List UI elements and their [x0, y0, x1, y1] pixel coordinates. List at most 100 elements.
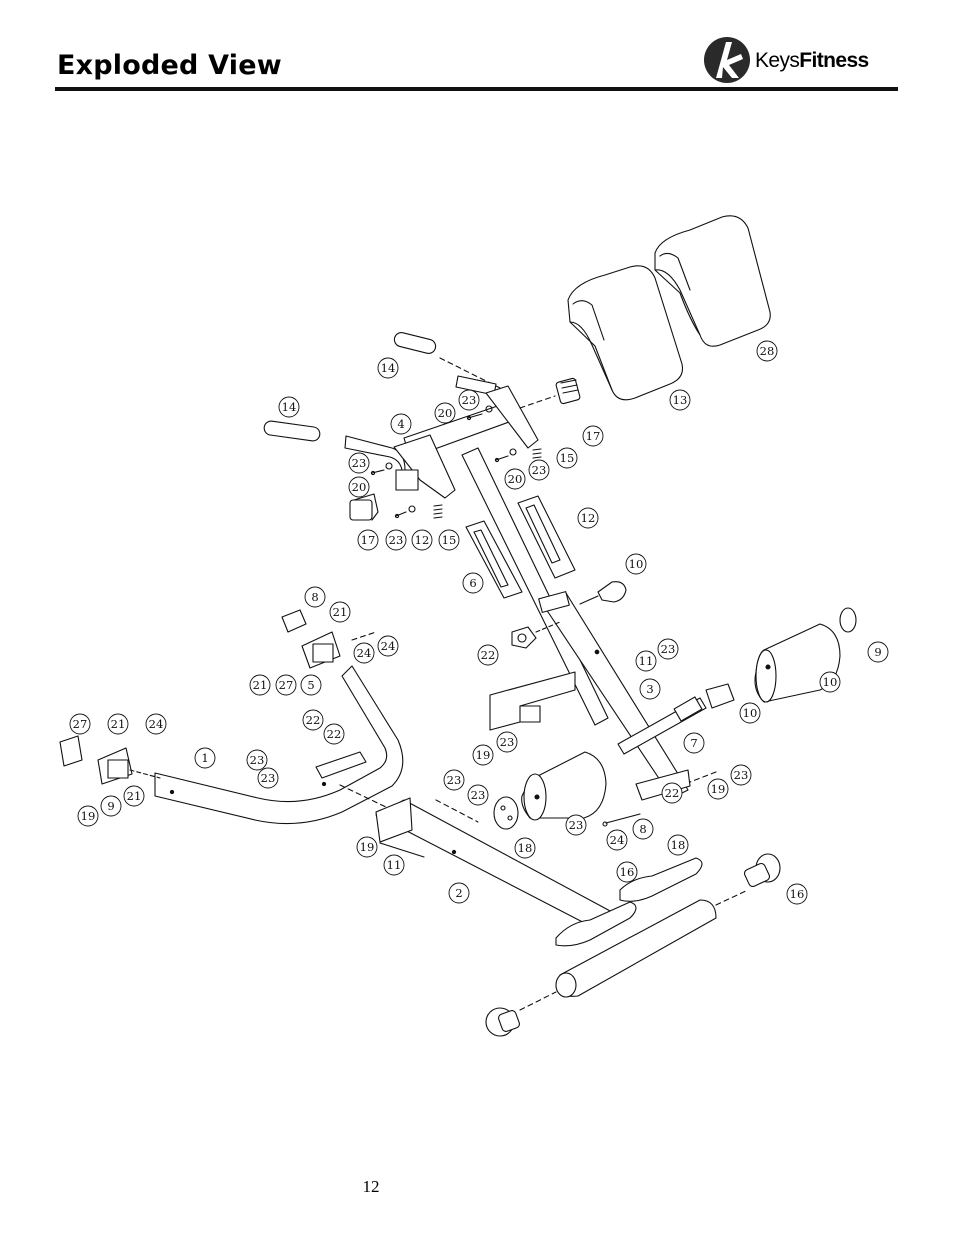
part-callout-circle [278, 396, 300, 418]
handle-14-lower [263, 420, 406, 471]
part-callout-circle [756, 340, 778, 362]
part-callout-circle [69, 713, 91, 735]
part-callout-circle [348, 476, 370, 498]
pop-pin-6 [579, 581, 627, 605]
part-callout-circle [639, 678, 661, 700]
part-callout-circle [657, 638, 679, 660]
part-callout-circle [302, 709, 324, 731]
part-callout-number: 11 [387, 858, 402, 872]
part-callout-number: 4 [397, 417, 404, 431]
track-12-left [465, 520, 523, 599]
part-callout: 12 [577, 507, 599, 529]
part-callout: 8 [632, 818, 654, 840]
part-callout-number: 12 [581, 511, 596, 525]
part-callout: 27 [69, 713, 91, 735]
part-callout: 17 [357, 529, 379, 551]
part-callout-circle [616, 861, 638, 883]
part-callout: 17 [582, 425, 604, 447]
part-callout-circle [467, 784, 489, 806]
part-callout-number: 10 [629, 557, 644, 571]
part-callout-number: 19 [476, 748, 491, 762]
part-callout-circle [194, 747, 216, 769]
part-callout-circle [329, 601, 351, 623]
part-callout-circle [448, 882, 470, 904]
keys-fitness-logo-icon [704, 37, 750, 83]
part-callout-circle [582, 425, 604, 447]
part-callout-number: 24 [610, 833, 625, 847]
part-callout-circle [123, 785, 145, 807]
part-callout: 27 [275, 674, 297, 696]
part-callout-circle [353, 642, 375, 664]
part-callout-number: 10 [743, 706, 758, 720]
part-callout: 12 [411, 529, 433, 551]
part-callout-number: 14 [282, 400, 297, 414]
part-callout: 21 [329, 601, 351, 623]
part-callout: 14 [278, 396, 300, 418]
end-cap-16 [485, 853, 781, 1037]
fasteners-top [370, 405, 517, 519]
part-callout-circle [477, 644, 499, 666]
part-callout-number: 2 [455, 886, 462, 900]
part-callout-number: 5 [307, 678, 314, 692]
part-callout: 21 [123, 785, 145, 807]
part-callout-number: 18 [518, 841, 533, 855]
part-callout-number: 23 [389, 533, 404, 547]
foot-tube-18 [555, 857, 703, 947]
main-column-3 [461, 447, 689, 799]
part-callout-circle [257, 767, 279, 789]
part-callout-number: 8 [639, 822, 646, 836]
part-callout: 21 [249, 674, 271, 696]
part-callout-number: 24 [381, 639, 396, 653]
part-callout: 15 [556, 447, 578, 469]
column-bracket [489, 671, 576, 731]
part-callout-circle [100, 795, 122, 817]
part-callout-number: 22 [306, 713, 321, 727]
foot-holder-8-lower [59, 735, 161, 785]
part-callout: 24 [145, 713, 167, 735]
part-callout: 19 [707, 778, 729, 800]
spring-15 [433, 448, 542, 519]
end-cap-11 [493, 607, 857, 830]
part-callout-number: 8 [311, 590, 318, 604]
part-callout-circle [556, 447, 578, 469]
part-callout: 23 [730, 764, 752, 786]
part-callout-circle [867, 641, 889, 663]
part-callout-number: 14 [381, 361, 396, 375]
part-callout: 23 [657, 638, 679, 660]
part-callout-number: 23 [261, 771, 276, 785]
part-callout-number: 1 [201, 751, 208, 765]
part-callout-circle [385, 529, 407, 551]
part-callout-number: 20 [352, 480, 367, 494]
part-callout-circle [472, 744, 494, 766]
part-callout-circle [434, 402, 456, 424]
part-callout-number: 13 [673, 393, 688, 407]
part-callout-circle [348, 452, 370, 474]
part-callout: 10 [625, 553, 647, 575]
part-callout-number: 19 [711, 782, 726, 796]
part-callout: 13 [669, 389, 691, 411]
part-callout: 23 [246, 749, 268, 771]
part-callout: 5 [300, 674, 322, 696]
knob-5 [511, 621, 561, 649]
part-callout-number: 22 [481, 648, 496, 662]
part-callout: 24 [353, 642, 375, 664]
part-callout-circle [275, 674, 297, 696]
part-callout-number: 22 [665, 786, 680, 800]
knob-17-upper [555, 377, 581, 405]
part-callout-circle [730, 764, 752, 786]
part-callout-number: 10 [823, 675, 838, 689]
part-callout-number: 23 [532, 463, 547, 477]
page-title: Exploded View [57, 50, 282, 81]
part-callout-circle [606, 829, 628, 851]
part-callout-circle [661, 782, 683, 804]
part-callout-number: 21 [253, 678, 268, 692]
alignment-lines [339, 631, 717, 823]
part-callout-number: 21 [111, 717, 126, 731]
part-callout-circle [377, 357, 399, 379]
handle-14-upper [393, 332, 501, 396]
part-callout: 24 [377, 635, 399, 657]
part-callout-circle [377, 635, 399, 657]
part-callout-number: 22 [327, 727, 342, 741]
part-callout-circle [496, 731, 518, 753]
part-callout-number: 18 [671, 838, 686, 852]
